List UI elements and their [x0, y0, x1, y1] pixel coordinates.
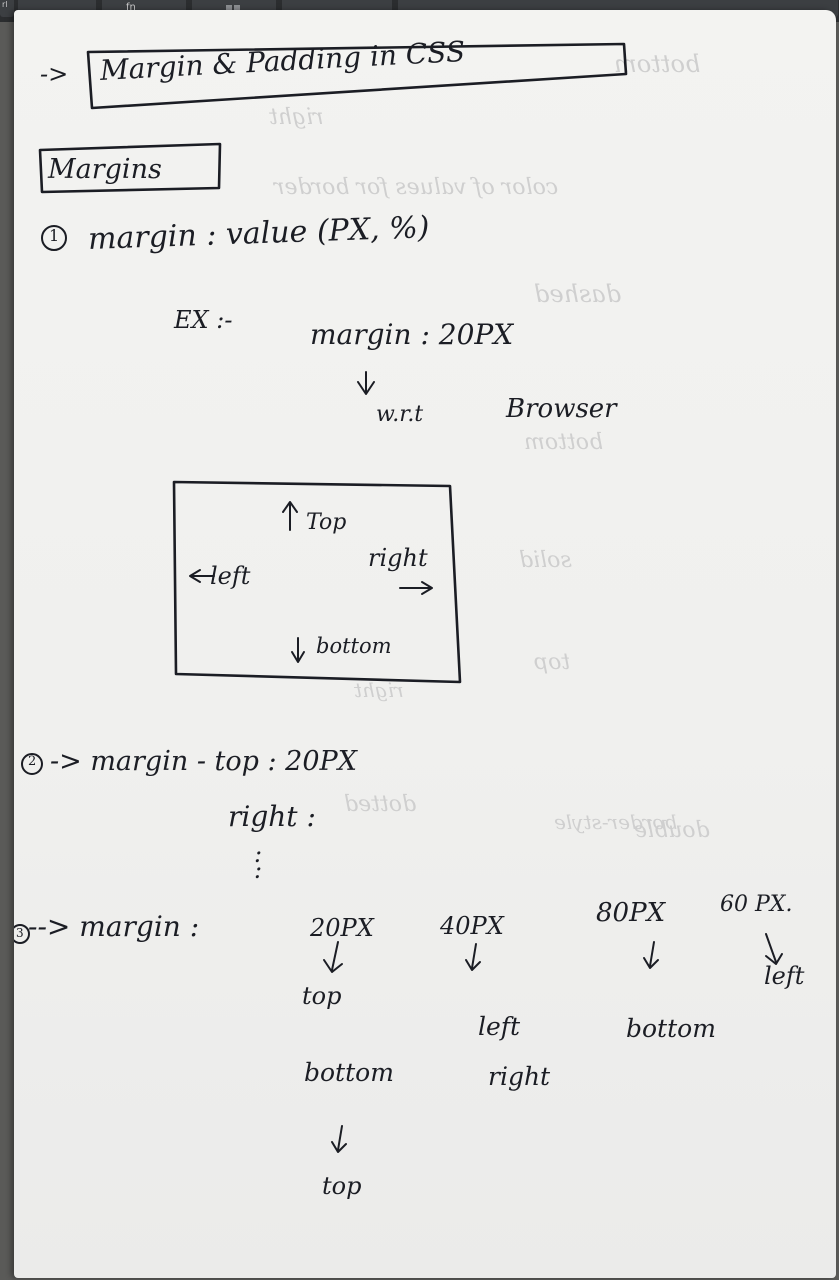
fn-key-label: fn — [126, 2, 136, 13]
point3-label-top-final: top — [322, 1172, 362, 1200]
keyboard-key — [0, 0, 14, 17]
wrt-text: w.r.t — [376, 402, 424, 427]
point3-value-2: 40PX — [440, 912, 504, 940]
browser-text: Browser — [506, 394, 617, 424]
point2-right: right : — [228, 800, 316, 833]
handdrawn-strokes — [14, 42, 783, 1153]
example-label: EX :- — [174, 306, 233, 334]
box-label-bottom: bottom — [316, 634, 392, 658]
point3-label-top: top — [302, 982, 342, 1010]
point3-label-bottom: bottom — [304, 1058, 394, 1087]
point3-label-left: left — [478, 1012, 521, 1041]
example-code: margin : 20PX — [310, 318, 514, 351]
point2-dots: : — [254, 856, 263, 884]
point3-label-right: right — [488, 1062, 551, 1091]
point2-line: -> margin - top : 20PX — [50, 746, 357, 777]
point3-value-4: 60 PX. — [720, 892, 793, 917]
point3-label-bottom-2: bottom — [626, 1014, 716, 1043]
point3-value-1: 20PX — [310, 914, 374, 942]
box-label-right: right — [368, 544, 428, 572]
point-number-1: 1 — [49, 226, 60, 245]
key-label: rl — [2, 0, 8, 9]
box-label-top: Top — [306, 510, 347, 535]
point3-prefix: --> margin : — [28, 910, 200, 943]
section-heading-margins: Margins — [48, 154, 162, 185]
title-arrow: -> — [40, 60, 69, 88]
box-label-left: left — [210, 562, 251, 590]
point3-value-3: 80PX — [596, 898, 666, 928]
notebook-page: bottom right dashed bottom solid dotted … — [14, 10, 836, 1278]
point2-dots: : — [254, 840, 263, 868]
point3-label-left-2: left — [764, 962, 805, 990]
point-number-3: 3 — [16, 926, 24, 940]
point-number-2: 2 — [28, 754, 37, 769]
